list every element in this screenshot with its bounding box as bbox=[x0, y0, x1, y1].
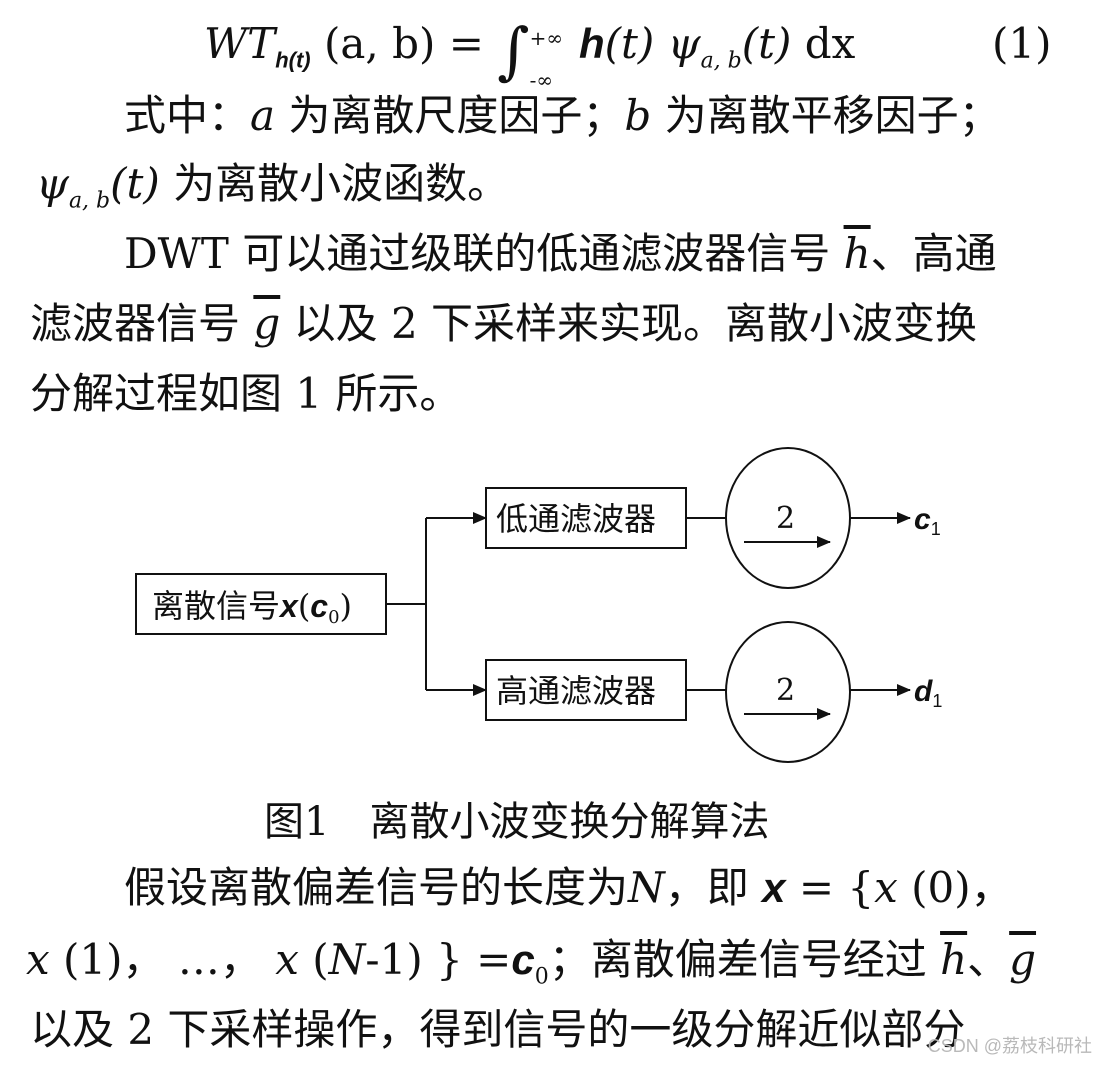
eq-dx: dx bbox=[804, 19, 856, 68]
para2-line2: 滤波器信号 g 以及 2 下采样来实现。离散小波变换 bbox=[30, 298, 977, 350]
text: -1) } = bbox=[365, 935, 512, 984]
eq-t1: (t) bbox=[604, 19, 655, 68]
text: 、高通 bbox=[870, 229, 997, 278]
var-x: x bbox=[275, 935, 299, 984]
para3-line3: 以及 2 下采样操作，得到信号的一级分解近似部分 bbox=[30, 1005, 966, 1054]
text: ，即 bbox=[664, 863, 763, 912]
text: ( bbox=[298, 935, 329, 984]
para3-line1: 假设离散偏差信号的长度为N，即 x = {x (0)， bbox=[124, 862, 1013, 914]
psi-sub: a, b bbox=[68, 188, 111, 214]
equation-1: WTh(t) (a, b) = ∫+∞-∞ h(t) ψa, b(t) dx bbox=[204, 18, 856, 92]
psi-symbol: ψ bbox=[36, 159, 69, 208]
h-bar: h bbox=[843, 229, 871, 278]
var-x: x bbox=[26, 935, 50, 984]
para3-line2: x (1)， …， x (N-1) } =c0；离散偏差信号经过 h、g bbox=[26, 934, 1036, 1003]
eq-psi: ψ bbox=[667, 19, 701, 68]
var-b: b bbox=[624, 91, 652, 140]
text: (1)， …， bbox=[49, 935, 276, 984]
figure-caption: 图1 离散小波变换分解算法 bbox=[264, 799, 770, 845]
g-bar: g bbox=[253, 299, 281, 348]
text: 为离散小波函数。 bbox=[159, 159, 510, 208]
g-bar: g bbox=[1009, 935, 1037, 984]
eq-args: (a, b) = bbox=[323, 19, 484, 68]
text: 式中： bbox=[124, 91, 251, 140]
vector-x: x bbox=[762, 864, 786, 911]
output-d1-label: d1 bbox=[914, 675, 942, 711]
output-c1-label: c1 bbox=[914, 503, 941, 539]
vector-c0: c bbox=[511, 936, 535, 983]
integral-limits: +∞ -∞ bbox=[530, 18, 566, 92]
downsampler-bottom bbox=[725, 621, 851, 763]
eq-t2: (t) bbox=[741, 19, 792, 68]
integral-sign: ∫ bbox=[497, 14, 530, 87]
eq-lhs-sub: h(t) bbox=[275, 47, 311, 73]
lowpass-label: 低通滤波器 bbox=[496, 500, 656, 538]
downsample-factor-bottom: 2 bbox=[776, 673, 795, 708]
text: ；离散偏差信号经过 bbox=[548, 935, 941, 984]
input-signal-label: 离散信号x(c0) bbox=[152, 587, 352, 628]
int-lower: -∞ bbox=[529, 68, 554, 92]
var-x: x bbox=[874, 863, 898, 912]
watermark: CSDN @荔枝科研社 bbox=[927, 1036, 1092, 1056]
text: 、 bbox=[967, 935, 1010, 984]
equation-number: (1) bbox=[992, 19, 1052, 68]
para2-line3: 分解过程如图 1 所示。 bbox=[30, 369, 462, 418]
eq-h: h bbox=[578, 20, 605, 67]
dwt-block-diagram: 离散信号x(c0) 低通滤波器 高通滤波器 2 2 c1 d1 bbox=[135, 447, 942, 763]
text: 假设离散偏差信号的长度为 bbox=[124, 863, 629, 912]
c0-sub: 0 bbox=[534, 964, 549, 990]
downsample-factor-top: 2 bbox=[776, 501, 795, 536]
text: 为离散尺度因子； bbox=[275, 91, 625, 140]
text: 滤波器信号 bbox=[30, 299, 254, 348]
para1-line2: ψa, b(t) 为离散小波函数。 bbox=[36, 158, 509, 227]
para1-line1: 式中：a 为离散尺度因子；b 为离散平移因子； bbox=[124, 90, 1001, 142]
eq-psi-sub: a, b bbox=[700, 48, 742, 74]
text: = { bbox=[785, 863, 875, 912]
text: 为离散平移因子； bbox=[651, 91, 1001, 140]
int-upper: +∞ bbox=[529, 26, 564, 50]
eq-lhs: WT bbox=[204, 19, 276, 68]
psi-arg: (t) bbox=[110, 159, 160, 208]
h-bar: h bbox=[940, 935, 968, 984]
para2-line1: DWT 可以通过级联的低通滤波器信号 h、高通 bbox=[124, 228, 997, 280]
text: (0)， bbox=[897, 863, 1013, 912]
var-a: a bbox=[250, 91, 276, 140]
var-N: N bbox=[328, 935, 366, 984]
text: 以及 2 下采样来实现。离散小波变换 bbox=[280, 299, 978, 348]
text: DWT 可以通过级联的低通滤波器信号 bbox=[124, 229, 844, 278]
highpass-label: 高通滤波器 bbox=[496, 672, 656, 710]
var-N: N bbox=[628, 863, 665, 912]
